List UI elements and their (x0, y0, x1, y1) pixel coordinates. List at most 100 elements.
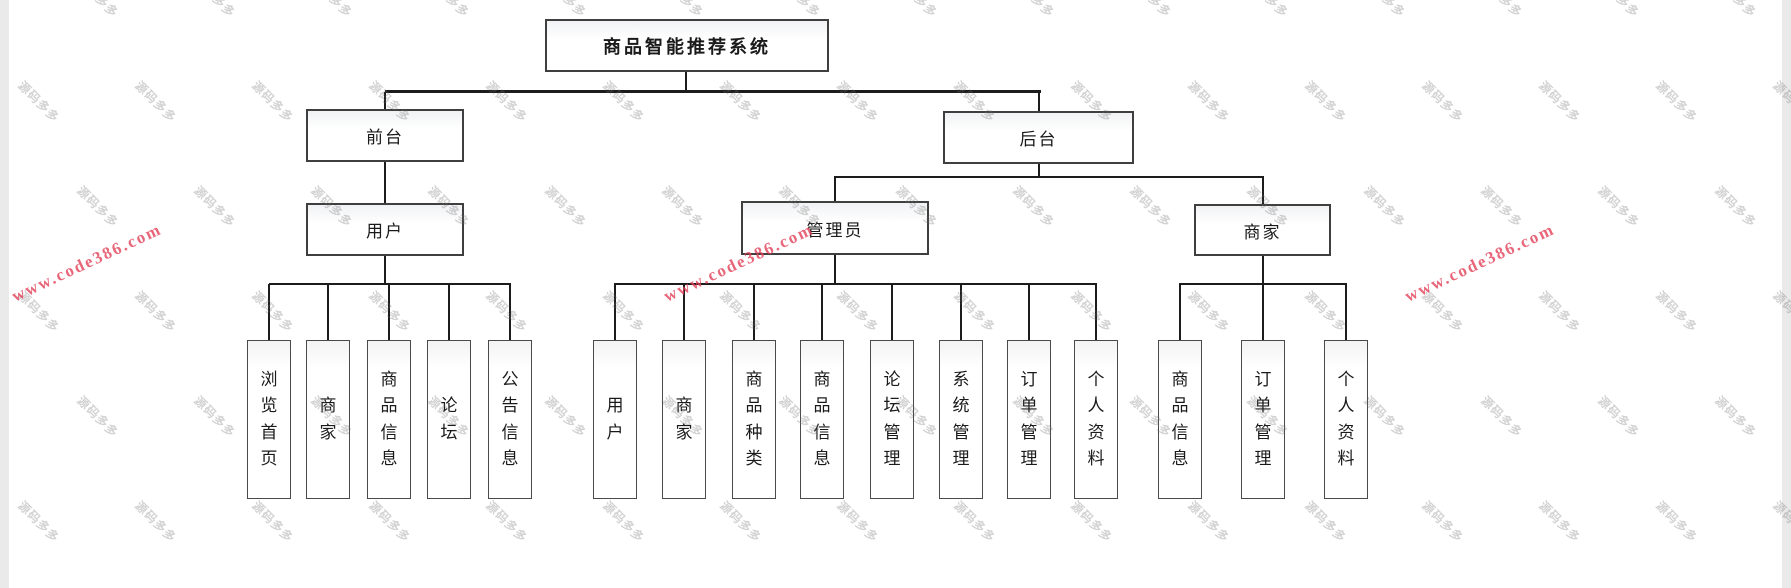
watermark-gray: 源码多多 (74, 393, 121, 441)
connector-line (327, 284, 329, 340)
node-user-announcement: 公告信息 (488, 340, 532, 499)
connector-line (834, 177, 836, 201)
watermark-gray: 源码多多 (1127, 0, 1176, 21)
connector-line (268, 284, 270, 340)
watermark-gray: 源码多多 (893, 0, 942, 21)
node-user-merchant: 商家 (306, 340, 350, 499)
watermark-gray: 源码多多 (834, 288, 881, 336)
node-merchant: 商家 (1194, 204, 1331, 256)
node-user-forum: 论坛 (427, 340, 471, 499)
watermark-site-url: www.code386.com (8, 219, 165, 306)
node-admin-user: 用户 (593, 340, 637, 499)
connector-line (753, 284, 755, 340)
connector-line (384, 256, 386, 284)
watermark-gray: 源码多多 (191, 393, 238, 441)
watermark-gray: 源码多多 (1712, 393, 1759, 441)
watermark-gray: 源码多多 (483, 78, 530, 126)
watermark-gray: 源码多多 (1712, 0, 1761, 21)
watermark-gray: 源码多多 (717, 288, 764, 336)
connector-line (1038, 92, 1040, 112)
watermark-gray: 源码多多 (1361, 0, 1410, 21)
node-admin-profile: 个人资料 (1074, 340, 1118, 499)
node-admin-product-category: 商品种类 (732, 340, 776, 499)
node-admin-order-mgmt: 订单管理 (1007, 340, 1051, 499)
node-merchant-profile: 个人资料 (1324, 340, 1368, 499)
watermark-gray: 源码多多 (425, 0, 474, 21)
connector-line (821, 284, 823, 340)
connector-line (614, 283, 1097, 285)
watermark-gray: 源码多多 (249, 78, 296, 126)
node-label: 商家 (1243, 222, 1282, 242)
watermark-gray: 源码多多 (191, 0, 240, 21)
connector-line (1262, 256, 1264, 284)
watermark-gray: 源码多多 (483, 288, 530, 336)
watermark-gray: 源码多多 (951, 288, 998, 336)
connector-line (509, 284, 511, 340)
connector-line (388, 284, 390, 340)
connector-line (384, 162, 386, 203)
node-label: 后台 (1019, 130, 1058, 149)
connector-line (1179, 284, 1181, 340)
watermark-gray: 源码多多 (1302, 78, 1349, 126)
node-label: 管理员 (806, 220, 864, 240)
watermark-gray: 源码多多 (600, 78, 647, 126)
watermark-gray: 源码多多 (132, 498, 179, 546)
watermark-gray: 源码多多 (1302, 288, 1349, 336)
connector-line (448, 284, 450, 340)
node-merchant-order-mgmt: 订单管理 (1241, 340, 1285, 499)
watermark-gray: 源码多多 (1185, 498, 1232, 546)
watermark-gray: 源码多多 (1653, 498, 1700, 546)
watermark-gray: 源码多多 (1010, 0, 1059, 21)
watermark-gray: 源码多多 (1419, 498, 1466, 546)
page-left-edge (0, 0, 9, 588)
watermark-gray: 源码多多 (1244, 0, 1293, 21)
connector-line (834, 255, 836, 284)
connector-line (1028, 284, 1030, 340)
watermark-gray: 源码多多 (1185, 78, 1232, 126)
connector-line (614, 284, 616, 340)
watermark-gray: 源码多多 (1478, 393, 1525, 441)
watermark-gray: 源码多多 (717, 498, 764, 546)
watermark-gray: 源码多多 (366, 288, 413, 336)
watermark-gray: 源码多多 (600, 288, 647, 336)
connector-line (683, 284, 685, 340)
node-root-system: 商品智能推荐系统 (545, 19, 829, 72)
watermark-gray: 源码多多 (776, 0, 825, 21)
watermark-gray: 源码多多 (132, 288, 179, 336)
connector-line (685, 72, 687, 92)
node-user-product-info: 商品信息 (367, 340, 411, 499)
watermark-gray: 源码多多 (600, 498, 647, 546)
watermark-gray: 源码多多 (15, 498, 62, 546)
watermark-gray: 源码多多 (74, 183, 121, 231)
watermark-gray: 源码多多 (542, 183, 589, 231)
node-merchant-product-info: 商品信息 (1158, 340, 1202, 499)
watermark-gray: 源码多多 (1595, 0, 1644, 21)
watermark-gray: 源码多多 (74, 0, 123, 21)
connector-line (269, 283, 511, 285)
connector-line (891, 284, 893, 340)
connector-line (1038, 164, 1040, 178)
watermark-gray: 源码多多 (1536, 288, 1583, 336)
node-admin-forum-mgmt: 论坛管理 (870, 340, 914, 499)
watermark-gray: 源码多多 (1536, 78, 1583, 126)
connector-line (960, 284, 962, 340)
watermark-gray: 源码多多 (191, 183, 238, 231)
watermark-gray: 源码多多 (1536, 498, 1583, 546)
watermark-gray: 源码多多 (308, 0, 357, 21)
node-admin-merchant: 商家 (662, 340, 706, 499)
connector-line (384, 92, 386, 110)
node-browse-home: 浏览首页 (247, 340, 291, 499)
connector-line (385, 90, 1041, 93)
watermark-gray: 源码多多 (132, 78, 179, 126)
node-admin-product-info: 商品信息 (800, 340, 844, 499)
watermark-gray: 源码多多 (1068, 288, 1115, 336)
watermark-gray: 源码多多 (1010, 183, 1057, 231)
connector-line (1345, 284, 1347, 340)
watermark-gray: 源码多多 (1478, 0, 1527, 21)
watermark-gray: 源码多多 (366, 498, 413, 546)
watermark-gray: 源码多多 (1478, 183, 1525, 231)
watermark-gray: 源码多多 (1712, 183, 1759, 231)
watermark-gray: 源码多多 (659, 0, 708, 21)
watermark-gray: 源码多多 (1068, 498, 1115, 546)
